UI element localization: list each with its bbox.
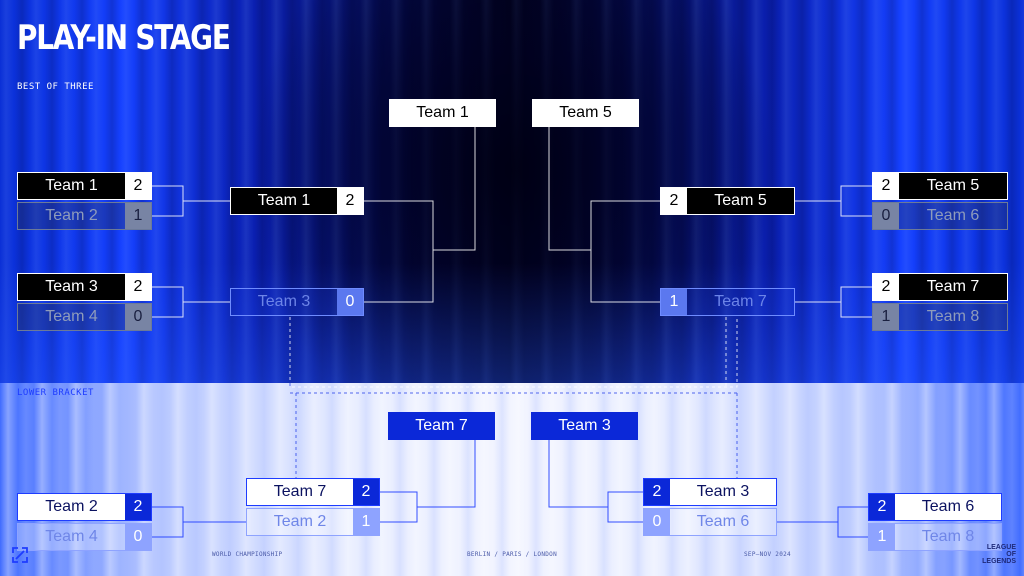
match-team-row[interactable]: Team 3 2 — [17, 273, 152, 301]
team-name: Team 6 — [926, 207, 980, 224]
team-score: 2 — [353, 479, 379, 505]
match-team-row[interactable]: 2 Team 5 — [660, 187, 795, 215]
team-score: 0 — [125, 304, 151, 330]
team-name: Team 7 — [899, 274, 1007, 300]
qualified-team-3[interactable]: Team 7 — [388, 412, 495, 440]
qualified-team-4[interactable]: Team 3 — [531, 412, 638, 440]
match-team-row[interactable]: Team 2 1 — [246, 508, 380, 536]
match-team-row[interactable]: Team 3 0 — [230, 288, 364, 316]
match-team-row[interactable]: 2 Team 5 — [872, 172, 1008, 200]
team-name: Team 8 — [926, 308, 980, 325]
match-team-row[interactable]: Team 1 2 — [17, 172, 152, 200]
team-score: 1 — [353, 509, 379, 535]
team-score: 1 — [869, 524, 895, 550]
match-team-row[interactable]: 0 Team 6 — [643, 508, 777, 536]
team-score: 2 — [125, 494, 151, 520]
team-score: 1 — [873, 304, 899, 330]
team-score: 2 — [661, 188, 687, 214]
format-label: BEST OF THREE — [17, 82, 94, 92]
match-team-row[interactable]: Team 4 0 — [17, 523, 152, 551]
team-name: Team 8 — [921, 528, 975, 545]
qualified-team-1[interactable]: Team 1 — [389, 99, 496, 127]
page-title: PLAY-IN STAGE — [17, 18, 231, 58]
team-name: Team 6 — [696, 513, 750, 530]
team-name: Team 4 — [45, 308, 98, 325]
league-of-legends-logo: LEAGUE OF LEGENDS — [982, 544, 1016, 565]
team-name: Team 3 — [257, 293, 311, 310]
team-name: Team 2 — [18, 494, 125, 520]
lower-background — [0, 383, 1024, 576]
team-name: Team 4 — [45, 528, 98, 545]
match-team-row[interactable]: Team 4 0 — [17, 303, 152, 331]
team-score: 1 — [661, 289, 687, 315]
team-score: 2 — [869, 494, 895, 520]
team-score: 2 — [337, 188, 363, 214]
team-name: Team 2 — [45, 207, 98, 224]
team-name: Team 1 — [18, 173, 125, 199]
team-name: Team 1 — [231, 188, 337, 214]
team-score: 0 — [644, 509, 670, 535]
team-name: Team 3 — [18, 274, 125, 300]
team-name: Team 5 — [687, 188, 794, 214]
match-team-row[interactable]: Team 2 2 — [17, 493, 152, 521]
match-team-row[interactable]: Team 7 2 — [246, 478, 380, 506]
upper-background — [0, 0, 1024, 383]
team-name: Team 5 — [899, 173, 1007, 199]
match-team-row[interactable]: 2 Team 7 — [872, 273, 1008, 301]
team-score: 2 — [125, 173, 151, 199]
team-score: 2 — [873, 173, 899, 199]
team-score: 2 — [644, 479, 670, 505]
footer-event-name: WORLD CHAMPIONSHIP — [212, 551, 283, 558]
match-team-row[interactable]: 0 Team 6 — [872, 202, 1008, 230]
team-name: Team 6 — [895, 494, 1001, 520]
lower-bracket-label: LOWER BRACKET — [17, 388, 94, 398]
qualified-team-2[interactable]: Team 5 — [532, 99, 639, 127]
match-team-row[interactable]: 2 Team 3 — [643, 478, 777, 506]
team-score: 0 — [337, 289, 363, 315]
team-score: 2 — [873, 274, 899, 300]
team-name: Team 7 — [247, 479, 353, 505]
team-name: Team 2 — [273, 513, 327, 530]
match-team-row[interactable]: 1 Team 8 — [872, 303, 1008, 331]
footer-locations: BERLIN / PARIS / LONDON — [467, 551, 557, 558]
team-score: 1 — [125, 203, 151, 229]
match-team-row[interactable]: Team 1 2 — [230, 187, 364, 215]
expand-icon[interactable] — [12, 547, 28, 563]
match-team-row[interactable]: 1 Team 7 — [660, 288, 795, 316]
team-name: Team 3 — [670, 479, 776, 505]
match-team-row[interactable]: Team 2 1 — [17, 202, 152, 230]
team-name: Team 7 — [714, 293, 767, 310]
team-score: 0 — [873, 203, 899, 229]
team-score: 2 — [125, 274, 151, 300]
team-score: 0 — [125, 524, 151, 550]
match-team-row[interactable]: 2 Team 6 — [868, 493, 1002, 521]
match-team-row[interactable]: 1 Team 8 — [868, 523, 1002, 551]
footer-dates: SEP–NOV 2024 — [744, 551, 791, 558]
